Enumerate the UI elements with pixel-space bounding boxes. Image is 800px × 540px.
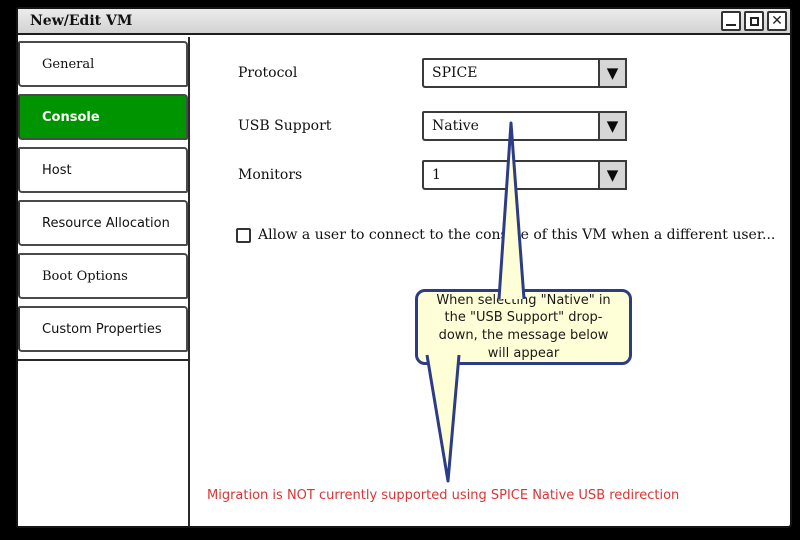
console-connect-checkbox[interactable] — [236, 227, 251, 243]
maximize-icon — [749, 16, 759, 26]
minimize-button[interactable] — [721, 11, 741, 31]
new-edit-vm-dialog: New/Edit VM ✕ General Console Host Resou… — [16, 7, 792, 528]
chevron-down-icon[interactable]: ▼ — [598, 111, 627, 141]
tab-console[interactable]: Console — [18, 94, 188, 140]
window-title: New/Edit VM — [30, 13, 133, 29]
close-button[interactable]: ✕ — [767, 11, 787, 31]
usb-support-value: Native — [422, 111, 598, 141]
monitors-label: Monitors — [238, 167, 303, 183]
protocol-dropdown[interactable]: SPICE ▼ — [422, 58, 627, 88]
protocol-value: SPICE — [422, 58, 598, 88]
usb-support-label: USB Support — [238, 118, 332, 134]
minimize-icon — [726, 24, 736, 26]
chevron-down-icon[interactable]: ▼ — [598, 58, 627, 88]
console-settings-panel: Protocol SPICE ▼ USB Support Native ▼ Mo… — [190, 37, 790, 526]
title-bar[interactable]: New/Edit VM ✕ — [18, 9, 790, 35]
annotation-callout: When selecting "Native" in the "USB Supp… — [415, 289, 632, 365]
tab-general[interactable]: General — [18, 41, 188, 87]
settings-tab-list: General Console Host Resource Allocation… — [18, 37, 190, 526]
usb-support-dropdown[interactable]: Native ▼ — [422, 111, 627, 141]
console-connect-label: Allow a user to connect to the console o… — [258, 227, 776, 243]
tab-host[interactable]: Host — [18, 147, 188, 193]
monitors-value: 1 — [422, 160, 598, 190]
close-icon: ✕ — [771, 13, 783, 29]
protocol-label: Protocol — [238, 65, 298, 81]
console-connect-option: Allow a user to connect to the console o… — [236, 227, 775, 243]
tab-custom-properties[interactable]: Custom Properties — [18, 306, 188, 352]
annotation-callout-text: When selecting "Native" in the "USB Supp… — [436, 292, 611, 361]
migration-warning-text: Migration is NOT currently supported usi… — [207, 488, 680, 503]
monitors-dropdown[interactable]: 1 ▼ — [422, 160, 627, 190]
chevron-down-icon[interactable]: ▼ — [598, 160, 627, 190]
tab-resource-allocation[interactable]: Resource Allocation — [18, 200, 188, 246]
tab-boot-options[interactable]: Boot Options — [18, 253, 188, 299]
sidebar-filler — [18, 359, 188, 526]
maximize-button[interactable] — [744, 11, 764, 31]
